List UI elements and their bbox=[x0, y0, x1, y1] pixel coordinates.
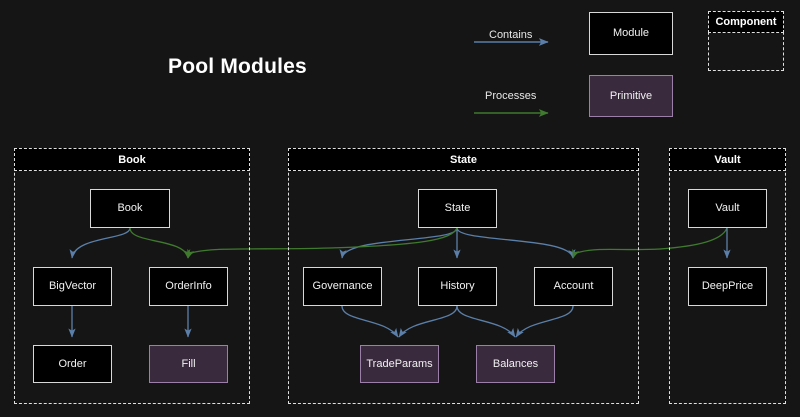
edge-history-to-tradeparams bbox=[398, 305, 458, 338]
legend-component-label: Component bbox=[708, 11, 784, 33]
edge-book-to-bigvector bbox=[69, 227, 131, 259]
node-tradeparams[interactable]: TradeParams bbox=[360, 345, 439, 383]
edge-book-to-orderinfo bbox=[129, 227, 191, 259]
legend-module-box: Module bbox=[589, 12, 673, 55]
node-book[interactable]: Book bbox=[90, 189, 170, 228]
legend-contains-label: Contains bbox=[489, 29, 533, 41]
node-governance[interactable]: Governance bbox=[303, 267, 382, 306]
edge-history-to-balances bbox=[456, 305, 516, 338]
edge-vault-to-account bbox=[572, 227, 728, 259]
node-history[interactable]: History bbox=[418, 267, 497, 306]
cluster-book-title: Book bbox=[14, 148, 250, 171]
cluster-vault-title: Vault bbox=[669, 148, 786, 171]
node-order[interactable]: Order bbox=[33, 345, 112, 383]
node-orderinfo[interactable]: OrderInfo bbox=[149, 267, 228, 306]
edge-state-to-orderinfo bbox=[187, 227, 458, 259]
node-deepprice[interactable]: DeepPrice bbox=[688, 267, 767, 306]
node-account[interactable]: Account bbox=[534, 267, 613, 306]
node-fill[interactable]: Fill bbox=[149, 345, 228, 383]
edge-account-to-balances bbox=[515, 305, 574, 338]
node-state[interactable]: State bbox=[418, 189, 497, 228]
node-balances[interactable]: Balances bbox=[476, 345, 555, 383]
page-title: Pool Modules bbox=[168, 55, 307, 78]
node-vault[interactable]: Vault bbox=[688, 189, 767, 228]
legend-primitive-box: Primitive bbox=[589, 75, 673, 117]
edge-state-to-account bbox=[456, 227, 576, 259]
node-bigvector[interactable]: BigVector bbox=[33, 267, 112, 306]
legend-processes-label: Processes bbox=[485, 90, 537, 102]
edge-governance-to-tradeparams bbox=[341, 305, 399, 338]
cluster-state-title: State bbox=[288, 148, 639, 171]
